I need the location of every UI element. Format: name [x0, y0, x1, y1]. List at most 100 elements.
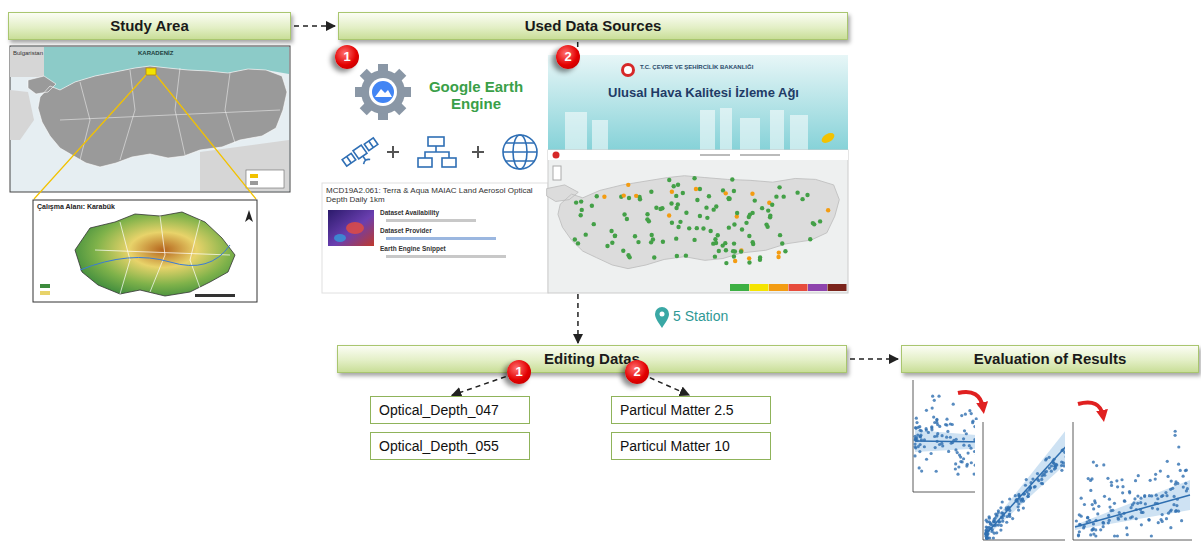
scatter-point [1001, 500, 1004, 503]
dataset-screenshot-part [346, 222, 364, 234]
station-dot [783, 249, 787, 253]
station-dot [713, 237, 717, 241]
station-dot [770, 203, 774, 207]
location-pin-part [660, 312, 665, 317]
scatter-plots-part [1075, 480, 1190, 530]
scatter-point [1089, 489, 1092, 492]
earth-engine-logo-part [372, 81, 394, 103]
scatter-point [1053, 465, 1056, 468]
node-text: Particul Matter 2.5 [620, 402, 734, 419]
study-area-inset-part [75, 212, 235, 296]
station-dot [626, 183, 630, 187]
turkey-map-part [10, 46, 290, 192]
station-dot [731, 249, 735, 253]
station-dot [739, 249, 743, 253]
scatter-point [1014, 494, 1017, 497]
scatter-plots-part [983, 422, 1073, 540]
scatter-point [1154, 473, 1157, 476]
station-dot [590, 203, 594, 207]
station-dot [747, 260, 751, 264]
scatter-point [1110, 484, 1113, 487]
node-text: 2 [564, 49, 571, 65]
scatter-point [1099, 528, 1102, 531]
scatter-point [918, 450, 921, 453]
scatter-point [965, 465, 968, 468]
scatter-point [1060, 469, 1063, 472]
scatter-point [936, 432, 939, 435]
scatter-point [968, 444, 971, 447]
scatter-point [1136, 494, 1139, 497]
monitoring-network-screenshot-part-part [740, 118, 760, 150]
sea-name: KARADENİZ [138, 50, 208, 57]
station-dot [621, 248, 625, 252]
scatter-point [1182, 486, 1185, 489]
scatter-point [1021, 498, 1024, 501]
study-area-inset-part [40, 284, 50, 288]
scatter-point [954, 462, 957, 465]
scatter-point [985, 519, 988, 522]
scatter-point [968, 409, 971, 412]
scatter-plots-part [958, 392, 983, 408]
scatter-point [1106, 477, 1109, 480]
study-area-inset-part [195, 294, 235, 297]
scatter-point [1120, 478, 1123, 481]
scatter-point [944, 423, 947, 426]
node-text: Optical_Depth_055 [379, 438, 499, 455]
node-text: Optical_Depth_047 [379, 402, 499, 419]
scatter-point [993, 532, 996, 535]
scatter-point [914, 426, 917, 429]
scatter-point [1036, 472, 1039, 475]
study-area-inset-part [80, 245, 230, 270]
scatter-point [1123, 500, 1126, 503]
study-area-inset-part [40, 291, 50, 295]
station-dot [732, 254, 736, 258]
scatter-point [930, 425, 933, 428]
scatter-point [1040, 482, 1043, 485]
station-dot [602, 195, 606, 199]
scatter-point [1129, 506, 1132, 509]
scatter-point [988, 520, 991, 523]
monitoring-network-screenshot-part [808, 284, 827, 291]
station-dot [766, 208, 770, 212]
scatter-point [1125, 526, 1128, 529]
scatter-plots-part [984, 446, 1071, 539]
scatter-point [915, 417, 918, 420]
scatter-point [1025, 478, 1028, 481]
station-dot [735, 211, 739, 215]
scatter-point [1182, 475, 1185, 478]
scatter-point [1186, 487, 1189, 490]
scatter-point [923, 445, 926, 448]
monitoring-network-screenshot-part [769, 284, 788, 291]
station-dot [636, 240, 640, 244]
scatter-point [1126, 533, 1129, 536]
station-dot [724, 248, 728, 252]
scatter-point [965, 432, 968, 435]
data-field-box: Particul Matter 10 [611, 432, 771, 460]
scatter-point [1095, 464, 1098, 467]
station-dot [714, 204, 718, 208]
scatter-point [920, 469, 923, 472]
scatter-point [1173, 495, 1176, 498]
dashed-arrow [650, 378, 689, 396]
scatter-point [952, 403, 955, 406]
location-pin-part [655, 307, 669, 328]
station-dot [751, 242, 755, 246]
scatter-point [1134, 479, 1137, 482]
scatter-point [1116, 516, 1119, 519]
turkey-map-part [10, 90, 34, 140]
station-dot [684, 253, 688, 257]
earth-engine-logo-part [375, 89, 392, 97]
scatter-point [1128, 490, 1131, 493]
scatter-point [1017, 508, 1020, 511]
study-area-inset [33, 200, 257, 302]
dataset-screenshot-part [322, 183, 548, 293]
data-field-box: Particul Matter 2.5 [611, 396, 771, 424]
scatter-point [1155, 494, 1158, 497]
turkey-map-part [250, 174, 258, 178]
step-badge: 1 [335, 45, 359, 69]
station-dot [694, 187, 698, 191]
station-dot [811, 221, 815, 225]
scatter-point [1169, 488, 1172, 491]
station-dot [654, 206, 658, 210]
step-badge: 1 [507, 360, 531, 384]
